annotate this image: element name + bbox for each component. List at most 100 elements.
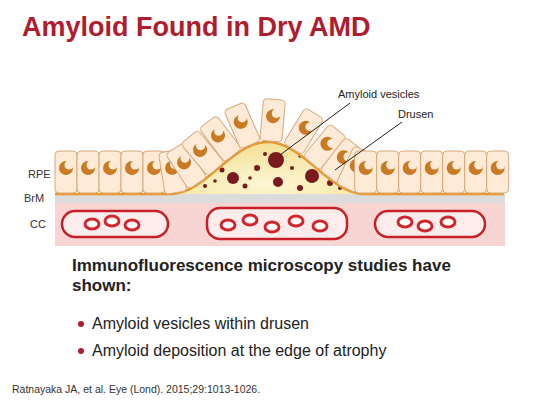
red-blood-cell (418, 221, 432, 231)
cell-nucleus (425, 161, 439, 175)
red-blood-cells (85, 215, 455, 232)
nucleus-notch (304, 121, 316, 133)
nucleus-notch (386, 161, 395, 170)
capillary (62, 211, 168, 237)
nucleus-notch (496, 161, 505, 170)
amyloid-vesicle (305, 169, 319, 183)
rpe-cell (77, 151, 99, 193)
amyloid-vesicle (254, 165, 260, 171)
cell-nucleus (190, 140, 210, 160)
capillary (375, 211, 485, 237)
callout-label: Amyloid vesicles (338, 88, 419, 101)
nucleus-notch (212, 125, 225, 138)
cell-body (355, 151, 377, 193)
amyloid-vesicle (203, 184, 207, 188)
cell-body (55, 151, 77, 193)
rpe-cell (260, 98, 286, 142)
nucleus-notch (236, 112, 248, 124)
bullets (78, 321, 84, 354)
cell-nucleus (103, 161, 117, 175)
cell-body (399, 151, 421, 193)
cell-nucleus (469, 161, 483, 175)
nucleus-notch (131, 161, 140, 170)
bullet-text: Amyloid deposition at the edge of atroph… (92, 341, 386, 360)
cell-nucleus (231, 113, 249, 131)
amyloid-vesicle (248, 176, 252, 180)
rpe-cell (465, 151, 487, 193)
nucleus-notch (474, 161, 483, 170)
layer-label: CC (30, 218, 46, 231)
red-blood-cell (398, 217, 412, 227)
leader-lines (280, 103, 402, 170)
rpe-cell (99, 151, 121, 193)
cell-body (224, 102, 261, 149)
cell-body (443, 151, 465, 193)
nucleus-notch (452, 161, 461, 170)
leader-line (335, 122, 402, 170)
rpe-cell (377, 151, 399, 193)
choriocapillaris-band (55, 203, 505, 246)
cell-body (377, 151, 399, 193)
nucleus-notch (87, 161, 96, 170)
bullet-text: Amyloid vesicles within drusen (92, 314, 309, 333)
red-blood-cell (313, 221, 327, 231)
rpe-cell (121, 151, 143, 193)
red-blood-cell (105, 216, 119, 226)
amyloid-vesicle (290, 166, 294, 170)
amyloid-vesicle (273, 177, 283, 187)
nucleus-notch (65, 161, 74, 170)
section-heading: Immunofluorescence microscopy studies ha… (72, 256, 512, 297)
cell-nucleus (403, 161, 417, 175)
slide-title: Amyloid Found in Dry AMD (22, 11, 370, 43)
red-blood-cell (289, 216, 303, 226)
amyloid-vesicle (263, 152, 267, 156)
red-blood-cell (125, 220, 139, 230)
capillary (207, 208, 347, 239)
rpe-basal-lamina (55, 142, 504, 194)
rpe-cell (355, 151, 377, 193)
cell-body (465, 151, 487, 193)
cell-nucleus (491, 161, 505, 175)
nucleus-notch (194, 139, 207, 152)
amyloid-vesicle (243, 184, 248, 189)
bruchs-membrane (55, 194, 505, 203)
cell-body (77, 151, 99, 193)
rpe-cell (55, 151, 77, 193)
amyloid-vesicle (213, 179, 217, 183)
amyloid-vesicle (227, 172, 239, 184)
cell-body (121, 151, 143, 193)
red-blood-cell (243, 215, 257, 225)
nucleus-notch (430, 161, 439, 170)
leader-line (280, 103, 350, 155)
cell-body (487, 151, 509, 193)
nucleus-notch (364, 161, 373, 170)
cell-nucleus (447, 161, 461, 175)
bullet-dot (78, 348, 84, 354)
cell-nucleus (147, 161, 161, 175)
citation: Ratnayaka JA, et al. Eye (Lond). 2015;29… (12, 383, 260, 396)
rpe-cell (224, 102, 261, 149)
cell-nucleus (296, 118, 315, 137)
cell-nucleus (208, 126, 228, 146)
cell-nucleus (381, 161, 395, 175)
layer-label: RPE (28, 168, 51, 181)
rpe-cell (421, 151, 443, 193)
cell-body (260, 98, 286, 142)
capillaries (62, 208, 485, 239)
nucleus-notch (109, 161, 118, 170)
bullet-dot (78, 321, 84, 327)
red-blood-cell (221, 220, 235, 230)
red-blood-cell (265, 222, 279, 232)
nucleus-notch (325, 137, 338, 150)
cell-nucleus (359, 161, 373, 175)
red-blood-cell (85, 219, 99, 229)
red-blood-cell (441, 217, 455, 227)
cell-nucleus (59, 161, 73, 175)
cell-body (99, 151, 121, 193)
nucleus-notch (271, 109, 281, 119)
rpe-cell (399, 151, 421, 193)
cell-body (421, 151, 443, 193)
rpe-cells (55, 98, 509, 194)
layer-label: BrM (24, 192, 44, 205)
